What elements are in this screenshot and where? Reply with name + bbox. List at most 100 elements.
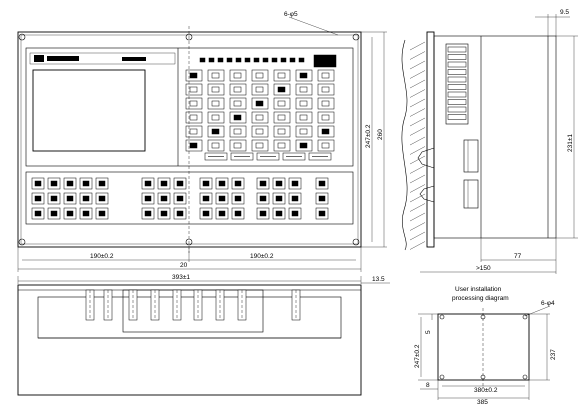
main-key [317, 69, 335, 82]
main-key [295, 83, 313, 96]
main-key [207, 69, 225, 82]
hatch-line [409, 155, 426, 165]
main-key [317, 139, 335, 152]
bottom-dim-offset: 13.5 [372, 276, 385, 283]
function-key-icon [98, 210, 106, 217]
main-key [185, 125, 203, 138]
terminal [447, 91, 467, 98]
led-indicator [289, 57, 296, 63]
hatch-line [409, 41, 426, 51]
main-key [295, 125, 313, 138]
key-glyph-icon [189, 100, 198, 107]
led-indicator [199, 57, 206, 63]
key-glyph-icon [277, 100, 286, 107]
main-key [229, 111, 247, 124]
key-glyph-icon [277, 72, 286, 79]
main-key [251, 125, 269, 138]
hatch-line [409, 98, 426, 108]
terminal [447, 61, 467, 68]
function-key-icon [291, 180, 299, 187]
function-key-icon [318, 180, 326, 187]
function-key-icon [82, 210, 90, 217]
function-key-icon [291, 210, 299, 217]
function-key-icon [318, 195, 326, 202]
main-key [207, 97, 225, 110]
cutout-dim-holes-v: 247±0.2 [414, 344, 421, 368]
key-glyph-icon [233, 100, 242, 107]
function-key-icon [176, 195, 184, 202]
front-hole-note: 6-φ5 [284, 11, 298, 18]
key-glyph-icon [189, 72, 198, 79]
terminal [447, 99, 467, 105]
function-key-icon [66, 210, 74, 217]
hatch-line [409, 146, 426, 155]
key-glyph-icon [211, 142, 220, 149]
cutout-dim-height: 237 [550, 349, 557, 360]
function-key-icon [218, 195, 226, 202]
function-key-icon [160, 195, 168, 202]
hatch-line [409, 231, 426, 241]
function-key-icon [82, 180, 90, 187]
main-key [185, 69, 203, 82]
function-key-icon [234, 195, 242, 202]
indicator-leds [199, 57, 305, 63]
led-indicator [262, 57, 269, 63]
function-key-icon [66, 195, 74, 202]
led-indicator [226, 57, 233, 63]
key-glyph-icon [321, 114, 330, 121]
function-key-icon [176, 180, 184, 187]
function-key-icon [82, 195, 90, 202]
main-key [185, 111, 203, 124]
key-glyph-icon [211, 114, 220, 121]
main-key [251, 111, 269, 124]
led-indicator [280, 57, 287, 63]
function-key-icon [218, 180, 226, 187]
function-key-icon [144, 180, 152, 187]
hatch-line [409, 174, 426, 184]
main-key [229, 83, 247, 96]
function-key-icon [144, 195, 152, 202]
key-glyph-icon [211, 100, 220, 107]
terminal [447, 46, 467, 53]
key-glyph-icon [321, 72, 330, 79]
main-key [295, 111, 313, 124]
function-key-icon [160, 210, 168, 217]
key-glyph-icon [255, 114, 264, 121]
lcd-screen [32, 69, 146, 152]
key-glyph-icon [189, 86, 198, 93]
function-key-icon [202, 195, 210, 202]
main-key [207, 139, 225, 152]
side-dim-height: 231±1 [567, 134, 574, 152]
hatch-line [409, 193, 426, 203]
terminal [447, 76, 467, 83]
main-keypad [185, 69, 335, 161]
led-indicator [244, 57, 251, 63]
key-glyph-icon [233, 72, 242, 79]
key-glyph-icon [211, 86, 220, 93]
hatch-line [409, 127, 426, 136]
main-key [229, 125, 247, 138]
function-key-icon [34, 180, 42, 187]
cutout-dim-holes-h: 380±0.2 [474, 387, 498, 394]
main-key [229, 69, 247, 82]
top-right-badge [313, 54, 337, 68]
key-glyph-icon [255, 100, 264, 107]
front-dim-right: 190±0.2 [250, 253, 274, 260]
hatch-line [409, 79, 426, 89]
main-key [317, 83, 335, 96]
key-glyph-icon [299, 128, 308, 135]
cutout-dim-left: 8 [426, 382, 430, 389]
key-glyph-icon [233, 86, 242, 93]
key-glyph-icon [189, 128, 198, 135]
hatch-line [409, 51, 426, 60]
hatch-line [409, 165, 426, 174]
hatch-line [409, 203, 426, 212]
key-glyph-icon [255, 142, 264, 149]
front-view: 6-φ5 247±0.2 260 190±0.2 190±0.2 20 [17, 11, 387, 272]
function-key-icon [259, 195, 267, 202]
function-key-icon [318, 210, 326, 217]
cutout-hole-note: 6-φ4 [541, 300, 555, 307]
led-indicator [217, 57, 224, 63]
hatch-line [409, 89, 426, 98]
terminal [447, 54, 467, 60]
